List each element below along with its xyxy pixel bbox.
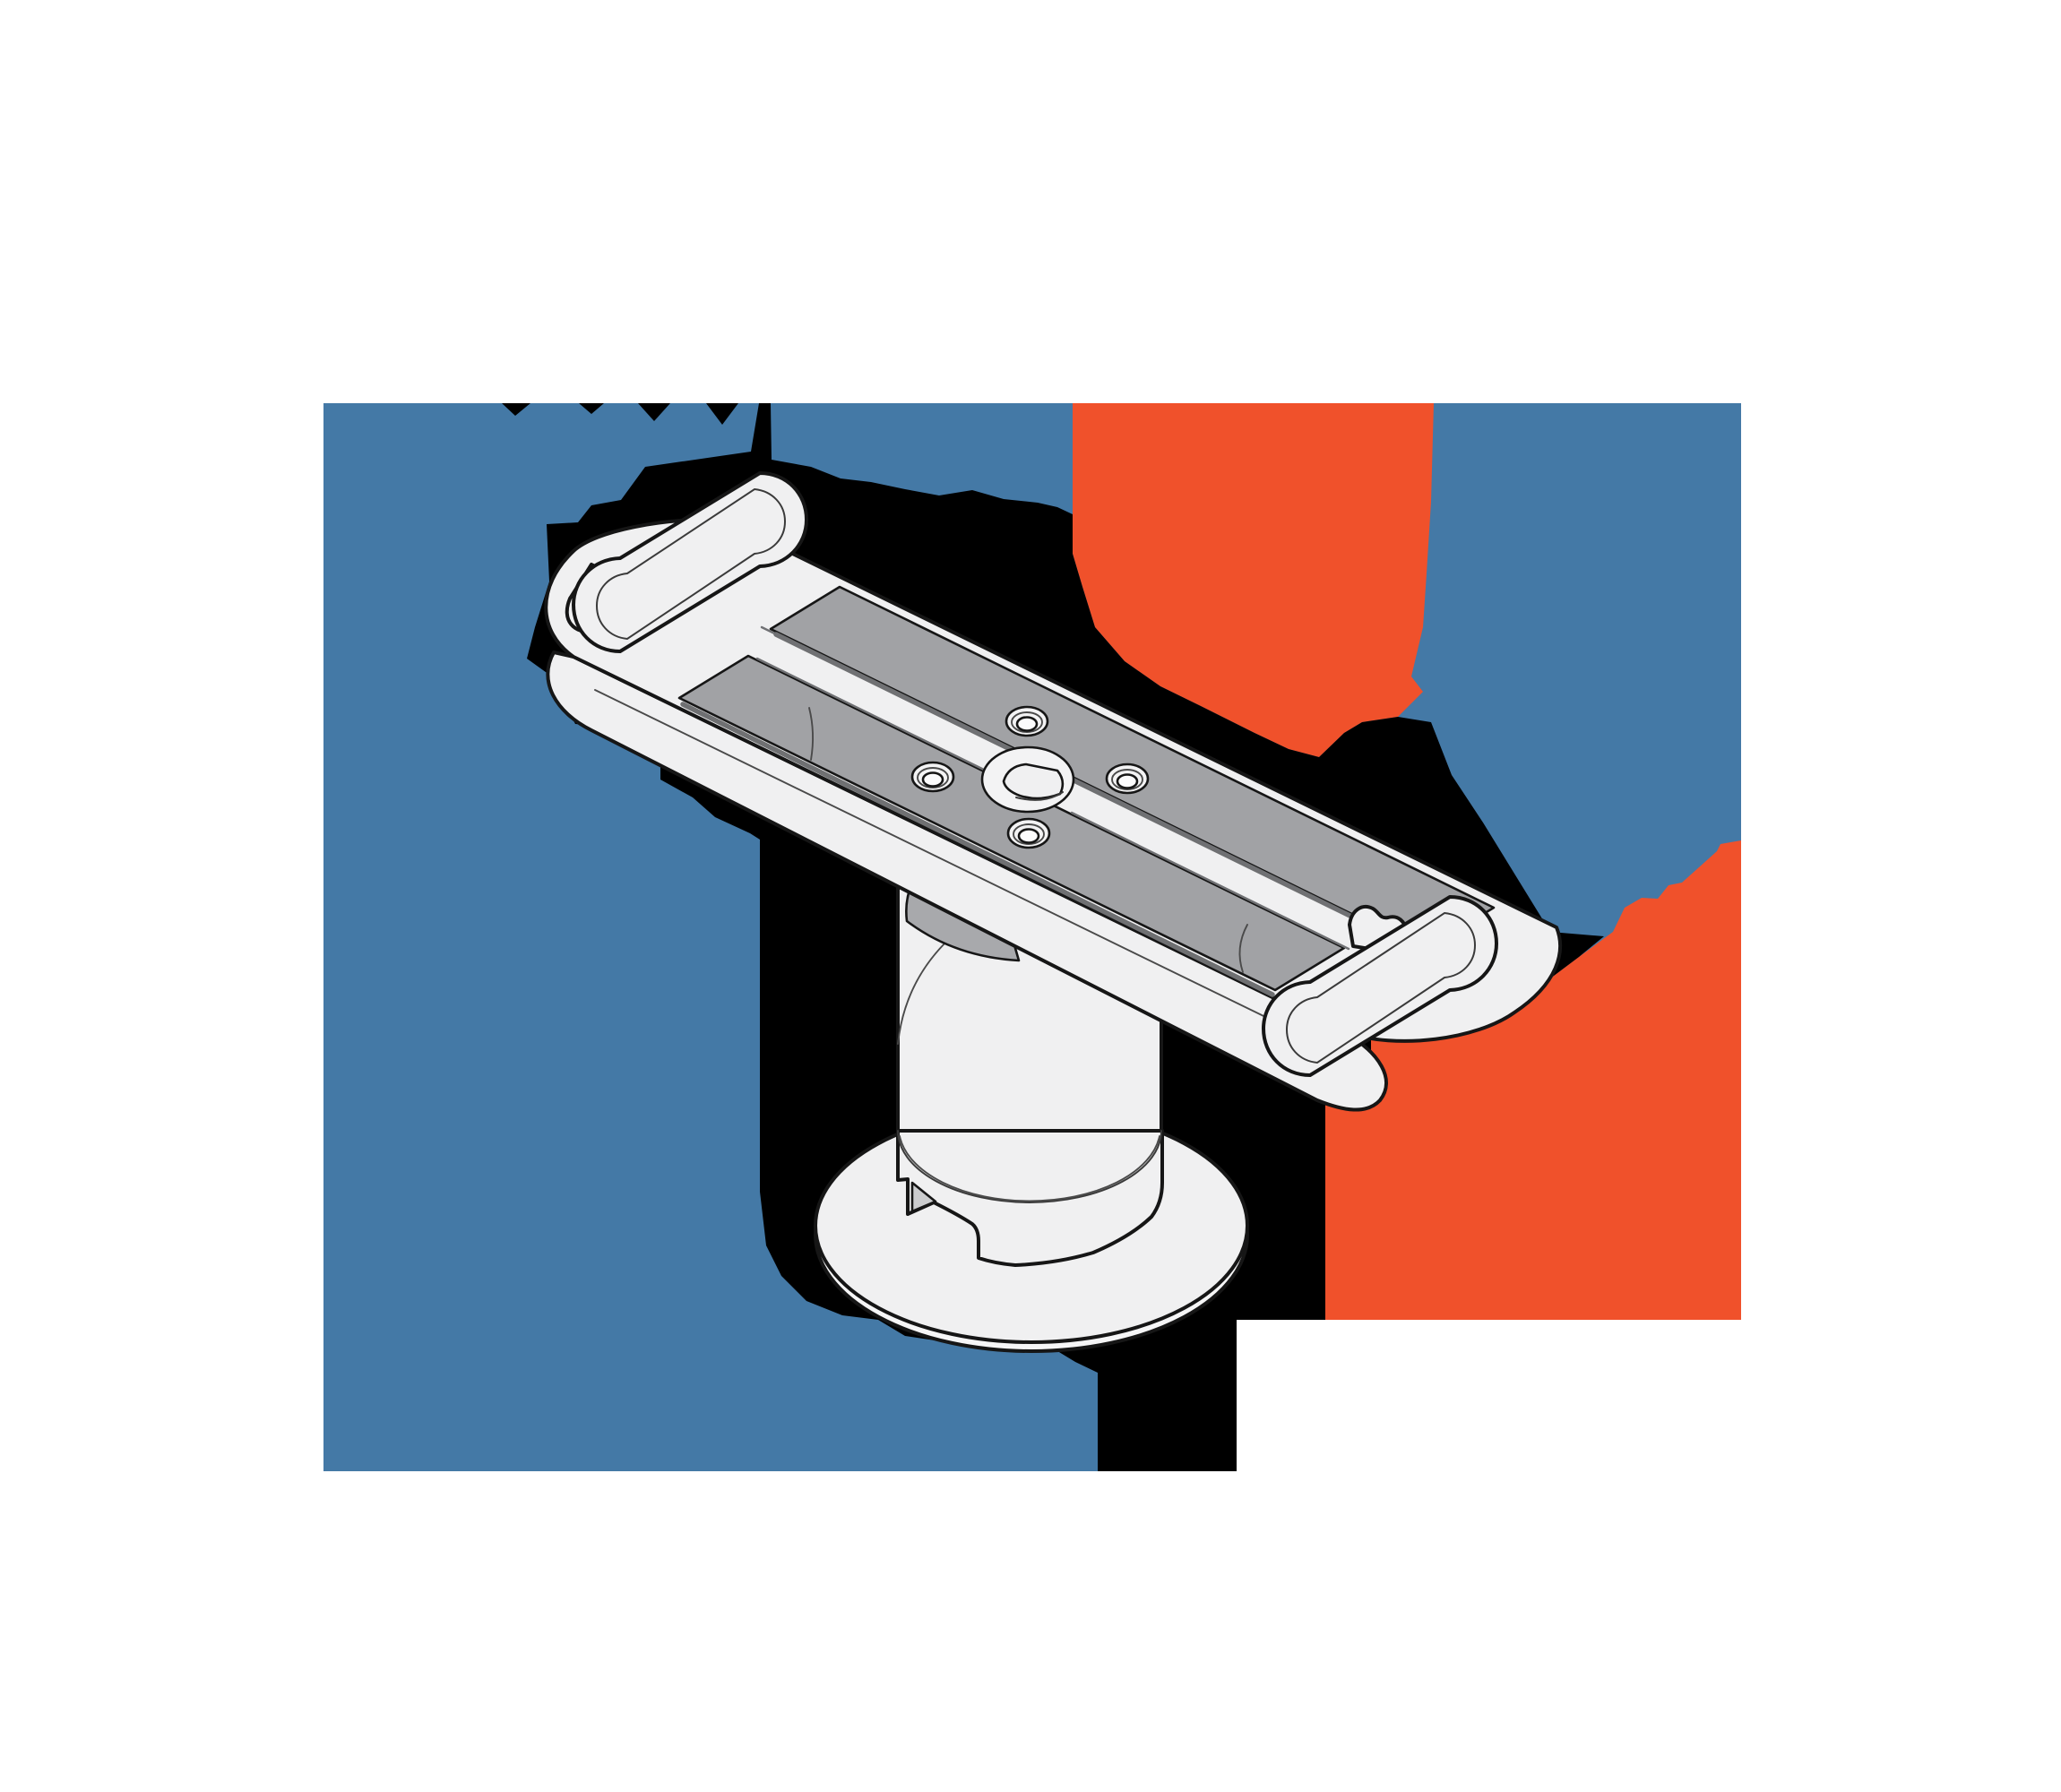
- center-recess-slot: [1002, 762, 1065, 800]
- clip-left-bar: [572, 471, 808, 653]
- collar-notch-tab: [910, 1181, 937, 1213]
- pad-south-shadow-line: [680, 702, 1275, 997]
- clip-right-inner-line: [1285, 911, 1477, 1064]
- plate-fascia: [546, 650, 1388, 1112]
- clip-left-inner-line: [595, 487, 787, 641]
- clip-right: [1262, 895, 1498, 1077]
- spine-line-north: [760, 625, 1364, 923]
- column-bottom-arc: [897, 1130, 1162, 1203]
- center-recess-slot-arc: [1015, 791, 1064, 801]
- orange-blob-right: [1325, 840, 1741, 1320]
- screw-hole-right: [1105, 762, 1150, 795]
- rubber-pad-south: [677, 654, 1346, 992]
- base-collar: [896, 1129, 1164, 1267]
- plate-hairline-right: [1238, 924, 1248, 973]
- orange-blob-top: [1073, 403, 1434, 757]
- shadow-edge-ticks: [502, 403, 738, 425]
- screw-hole-bottom: [1006, 817, 1051, 849]
- screw-hole-left: [910, 761, 955, 793]
- plate-hairline-left: [808, 707, 815, 761]
- clip-left: [565, 471, 808, 653]
- clip-right-bar: [1262, 895, 1498, 1077]
- plate-fascia-line: [594, 689, 1334, 1051]
- screw-hole-top: [1005, 705, 1049, 737]
- spine-line-south: [755, 657, 1350, 951]
- collar-top-arc: [899, 1135, 1160, 1202]
